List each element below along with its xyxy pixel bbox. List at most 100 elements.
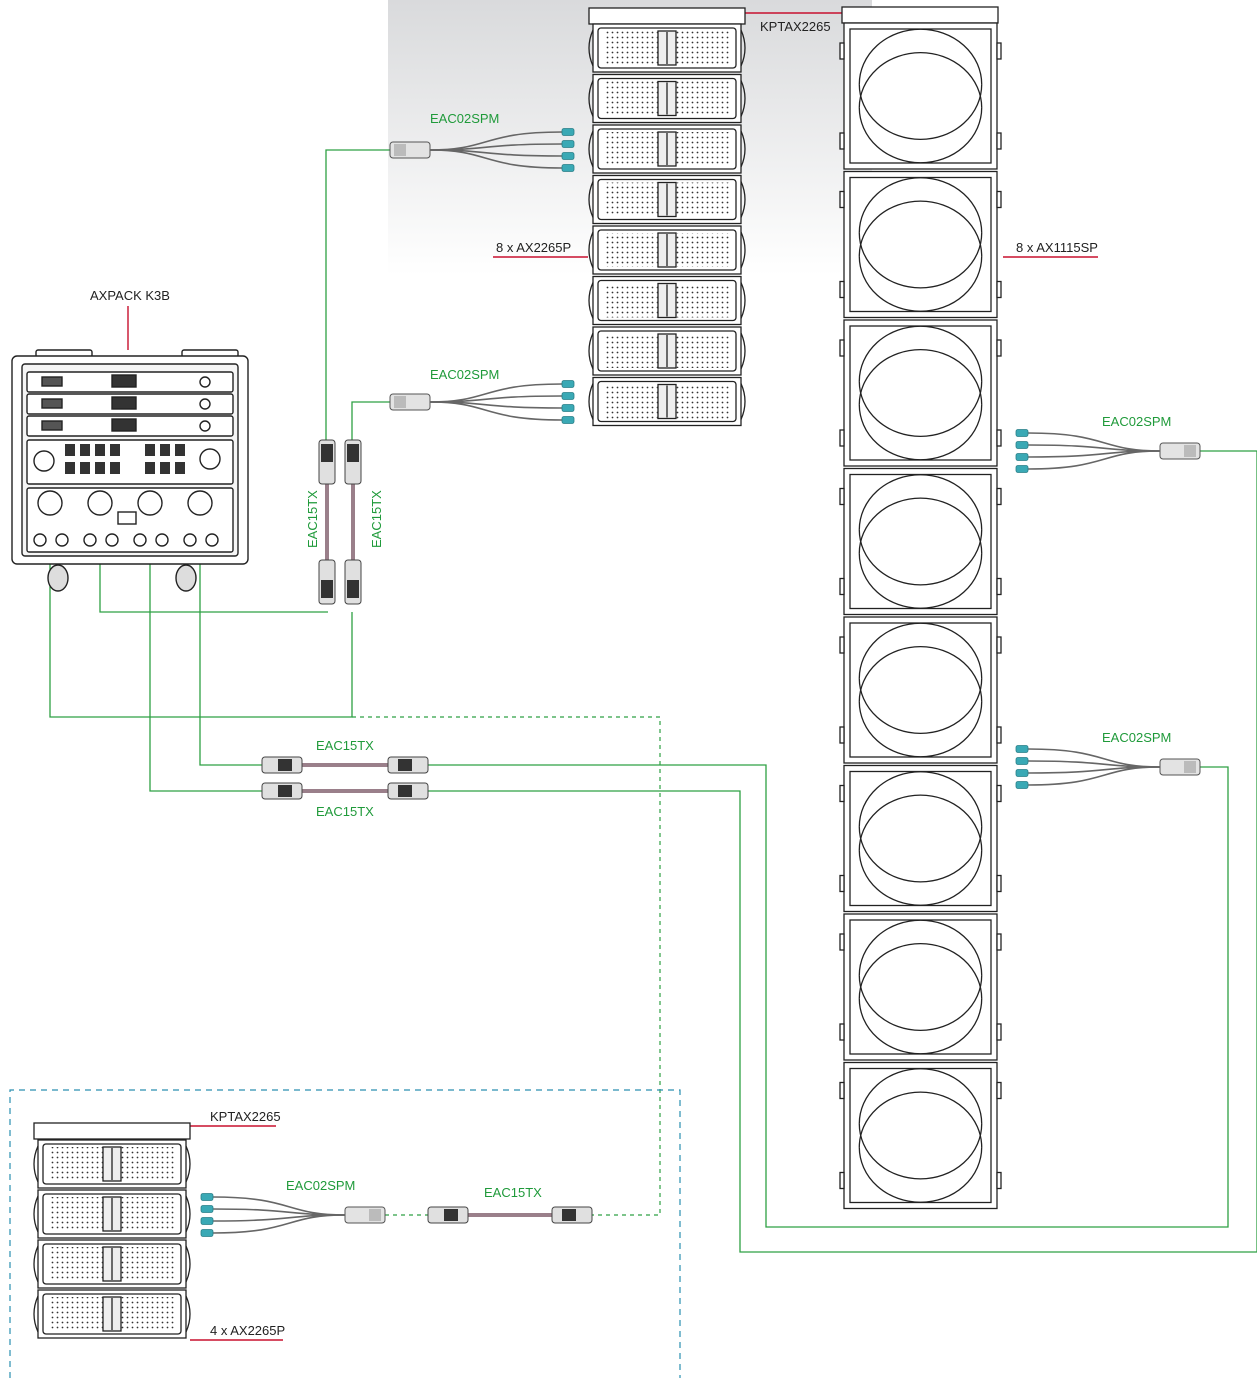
plug-grip	[369, 1209, 381, 1221]
spm-main-top-label: EAC02SPM	[430, 111, 499, 126]
side-rigging	[740, 383, 746, 420]
breakout-tail	[1027, 766, 1161, 786]
plug-grip	[398, 759, 412, 771]
cable-amp-out-1	[99, 555, 328, 613]
plug-grip	[394, 396, 406, 408]
line-array-cabinet	[33, 1239, 191, 1289]
cabinet-front	[849, 28, 992, 164]
fill-frame-label: KPTAX2265	[210, 1109, 281, 1124]
cabinet-front	[849, 622, 992, 758]
breakout-tail	[1027, 432, 1161, 452]
cable-amp-out-2	[49, 555, 353, 718]
woofer-arc	[858, 474, 983, 530]
side-rigging	[740, 29, 746, 67]
woofer-arc	[858, 497, 983, 554]
breakout-connector-icon	[389, 128, 575, 172]
side-rigging	[839, 726, 845, 744]
cable-amp-out-3	[199, 555, 262, 766]
side-rigging	[588, 181, 594, 218]
sub-array-cabinets	[839, 22, 1002, 1210]
breakout-connector-icon	[200, 1193, 386, 1237]
side-rigging	[839, 577, 845, 596]
woofer-arc	[858, 1123, 983, 1180]
woofer-arc	[858, 200, 983, 257]
grille-left	[605, 31, 659, 65]
woofer-arc	[858, 678, 983, 735]
cable-connector-icon	[427, 1206, 593, 1224]
sub-array-label: 8 x AX1115SP	[1016, 240, 1098, 255]
spm-sub-lower-label: EAC02SPM	[1102, 730, 1171, 745]
breakout-tip	[1015, 441, 1029, 449]
side-rigging	[588, 282, 594, 319]
side-rigging	[839, 1081, 845, 1100]
side-rigging	[839, 1171, 845, 1190]
grille-left	[50, 1147, 104, 1181]
fill-zone-boundary	[9, 1089, 681, 1378]
side-rigging	[740, 231, 746, 269]
line-array-cabinet	[588, 326, 746, 376]
breakout-tip	[561, 392, 575, 400]
side-rigging	[33, 1145, 39, 1183]
subwoofer-cabinet	[839, 913, 1002, 1061]
breakout-connector-icon	[1015, 429, 1201, 473]
side-rigging	[996, 280, 1002, 299]
line-array-cabinet	[588, 275, 746, 326]
tx-fill-label: EAC15TX	[484, 1185, 542, 1200]
amplifier-units	[26, 371, 234, 437]
side-rigging	[996, 577, 1002, 596]
breakout-tail	[212, 1196, 346, 1216]
woofer-arc	[858, 177, 983, 233]
grille-right	[675, 384, 729, 419]
breakout-tip	[1015, 781, 1029, 789]
cable-fill-feed	[352, 716, 661, 1216]
side-rigging	[588, 29, 594, 67]
grille-left	[50, 1197, 104, 1231]
rigging-frame	[33, 1122, 191, 1140]
woofer-arc	[858, 1091, 983, 1148]
breakout-connector-layer	[200, 128, 1201, 1237]
plug-grip	[278, 759, 292, 771]
plug-grip	[321, 580, 333, 598]
breakout-tip	[200, 1229, 214, 1237]
grille-left	[605, 182, 659, 217]
woofer-arc	[858, 553, 983, 609]
side-rigging	[839, 784, 845, 803]
woofer-arc	[858, 998, 983, 1055]
side-rigging	[996, 339, 1002, 357]
plug-grip	[278, 785, 292, 797]
line-array-cabinet	[33, 1139, 191, 1189]
woofer-arc	[858, 28, 983, 85]
cable-layer	[49, 149, 1257, 1253]
grille-right	[120, 1197, 174, 1231]
side-rigging	[33, 1195, 39, 1233]
cable-connector-icon	[318, 439, 336, 605]
io-connectors	[65, 444, 185, 474]
side-rigging	[839, 42, 845, 60]
side-rigging	[996, 132, 1002, 150]
breakout-tip	[200, 1193, 214, 1201]
side-rigging	[996, 429, 1002, 447]
grille-left	[50, 1297, 104, 1331]
line-array-cabinet	[588, 23, 746, 73]
side-rigging	[33, 1295, 39, 1333]
output-socket	[37, 490, 63, 516]
woofer-arc	[858, 645, 983, 702]
side-rigging	[588, 332, 594, 370]
breakout-tip	[1015, 745, 1029, 753]
side-rigging	[839, 132, 845, 150]
breakout-tip	[1015, 429, 1029, 437]
rigging-frame	[588, 7, 746, 25]
breakout-tip	[1015, 453, 1029, 461]
cabinet-front	[849, 770, 992, 907]
plug-grip	[398, 785, 412, 797]
breakout-tip	[561, 380, 575, 388]
subwoofer-cabinet	[839, 22, 1002, 170]
rigging-frame	[841, 6, 999, 24]
side-rigging	[996, 190, 1002, 209]
breakout-tip	[561, 152, 575, 160]
tx-horizontal-lower-label: EAC15TX	[316, 804, 374, 819]
plug-grip	[321, 444, 333, 462]
breakout-tail	[1027, 760, 1161, 768]
side-rigging	[185, 1195, 191, 1233]
amplifier-rack-icon	[11, 349, 249, 592]
